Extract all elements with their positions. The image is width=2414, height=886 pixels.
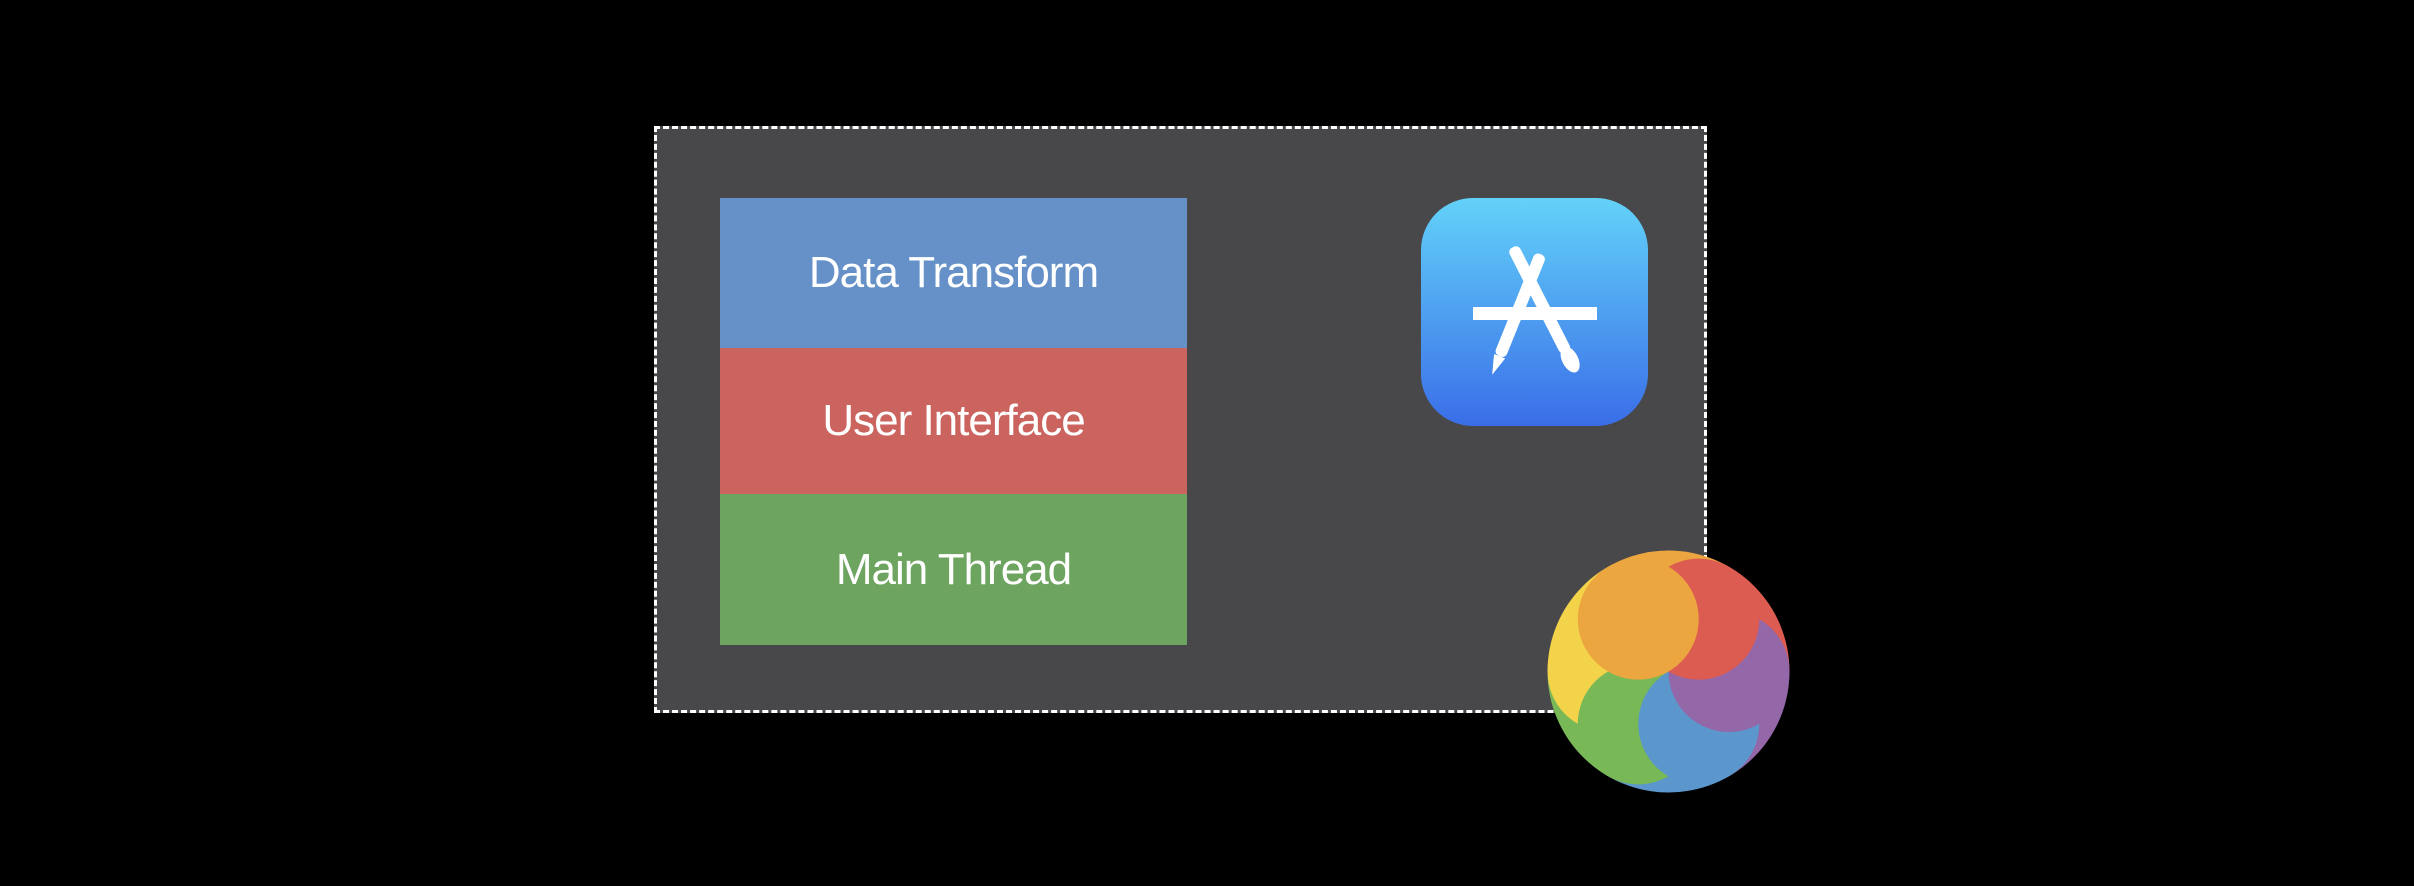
layer-label: Data Transform [808,248,1099,297]
beachball-swirl [1577,558,1699,680]
layer-label: Main Thread [835,544,1072,594]
spinning-beachball-icon [1547,550,1790,793]
layer-user-interface: User Interface [720,348,1187,494]
layer-data-transform: Data Transform [720,198,1187,348]
layer-main-thread: Main Thread [720,494,1187,645]
layer-label: User Interface [822,396,1085,445]
app-store-icon [1421,198,1648,426]
